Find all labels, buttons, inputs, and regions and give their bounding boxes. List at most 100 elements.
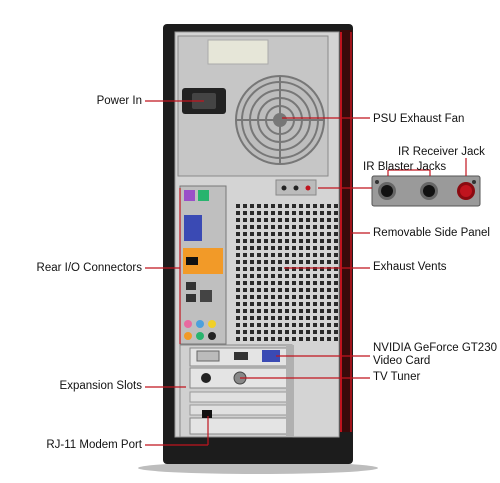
vent-hole	[257, 274, 261, 278]
vent-hole	[250, 204, 254, 208]
vent-hole	[264, 302, 268, 306]
vent-hole	[264, 225, 268, 229]
vent-hole	[306, 267, 310, 271]
vent-hole	[299, 316, 303, 320]
vent-hole	[264, 281, 268, 285]
vent-hole	[243, 323, 247, 327]
vent-hole	[271, 323, 275, 327]
vent-hole	[313, 337, 317, 341]
vent-hole	[313, 309, 317, 313]
vent-hole	[320, 302, 324, 306]
label-ir-blaster: IR Blaster Jacks	[363, 161, 447, 173]
vent-hole	[292, 330, 296, 334]
vent-hole	[250, 239, 254, 243]
vent-hole	[327, 330, 331, 334]
vent-hole	[313, 225, 317, 229]
vent-hole	[334, 225, 338, 229]
vent-hole	[271, 281, 275, 285]
ir-jack-closeup	[371, 175, 481, 207]
vent-hole	[271, 253, 275, 257]
vent-hole	[313, 253, 317, 257]
vent-hole	[334, 211, 338, 215]
vent-hole	[306, 330, 310, 334]
vent-hole	[306, 316, 310, 320]
vent-hole	[285, 253, 289, 257]
vent-hole	[257, 253, 261, 257]
vent-hole	[327, 288, 331, 292]
vent-hole	[320, 288, 324, 292]
vent-hole	[257, 302, 261, 306]
vent-hole	[250, 316, 254, 320]
vent-hole	[327, 337, 331, 341]
vent-hole	[299, 295, 303, 299]
vent-hole	[250, 330, 254, 334]
vent-hole	[264, 337, 268, 341]
vent-hole	[243, 288, 247, 292]
vent-hole	[271, 288, 275, 292]
vent-hole	[320, 253, 324, 257]
vent-hole	[243, 232, 247, 236]
vent-hole	[285, 211, 289, 215]
vent-hole	[327, 281, 331, 285]
vent-hole	[264, 330, 268, 334]
vent-hole	[243, 295, 247, 299]
vent-hole	[334, 281, 338, 285]
vent-hole	[320, 204, 324, 208]
vent-hole	[250, 211, 254, 215]
vent-hole	[236, 246, 240, 250]
vent-hole	[320, 218, 324, 222]
vent-hole	[292, 246, 296, 250]
vent-hole	[327, 239, 331, 243]
vent-hole	[236, 295, 240, 299]
vent-hole	[250, 288, 254, 292]
vent-hole	[292, 337, 296, 341]
case-shadow	[138, 462, 378, 474]
vent-hole	[271, 309, 275, 313]
vent-hole	[299, 309, 303, 313]
vent-hole	[271, 225, 275, 229]
vent-hole	[285, 295, 289, 299]
vent-hole	[299, 281, 303, 285]
vent-hole	[285, 302, 289, 306]
vent-hole	[313, 239, 317, 243]
vent-hole	[292, 281, 296, 285]
vent-hole	[278, 337, 282, 341]
vent-hole	[313, 302, 317, 306]
vent-hole	[292, 239, 296, 243]
vent-hole	[334, 218, 338, 222]
vent-hole	[264, 232, 268, 236]
vent-hole	[257, 295, 261, 299]
vent-hole	[306, 232, 310, 236]
label-ir-receiver: IR Receiver Jack	[398, 146, 485, 158]
vent-hole	[292, 323, 296, 327]
vent-hole	[243, 337, 247, 341]
vent-hole	[292, 288, 296, 292]
vent-hole	[292, 260, 296, 264]
vent-hole	[334, 302, 338, 306]
vent-hole	[313, 246, 317, 250]
vent-hole	[313, 274, 317, 278]
vent-hole	[292, 211, 296, 215]
label-rear-io: Rear I/O Connectors	[36, 262, 142, 274]
vent-hole	[334, 232, 338, 236]
vent-hole	[306, 323, 310, 327]
vent-hole	[257, 204, 261, 208]
vent-hole	[292, 267, 296, 271]
vent-hole	[278, 239, 282, 243]
vent-hole	[257, 239, 261, 243]
vent-hole	[285, 246, 289, 250]
vent-hole	[299, 302, 303, 306]
vent-hole	[292, 302, 296, 306]
vent-hole	[271, 246, 275, 250]
vent-hole	[236, 225, 240, 229]
vent-hole	[327, 253, 331, 257]
vent-hole	[236, 218, 240, 222]
vent-hole	[327, 204, 331, 208]
vent-hole	[320, 274, 324, 278]
vent-hole	[285, 330, 289, 334]
vent-hole	[285, 267, 289, 271]
vent-hole	[334, 204, 338, 208]
vent-hole	[285, 218, 289, 222]
vent-hole	[334, 246, 338, 250]
vent-hole	[334, 288, 338, 292]
